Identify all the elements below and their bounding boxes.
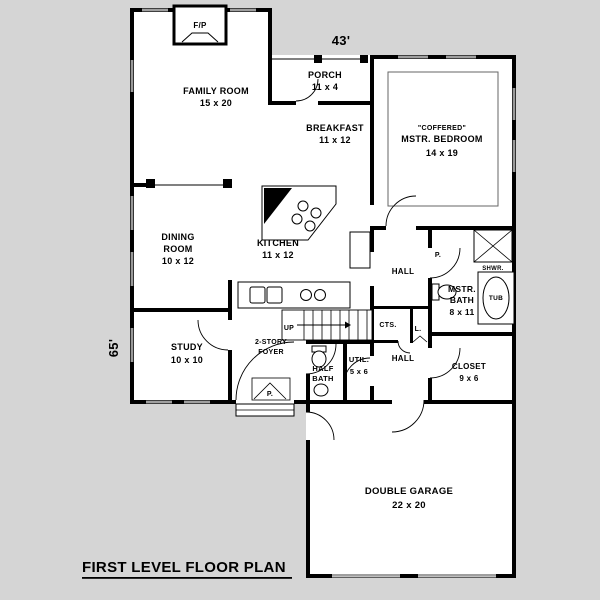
windows xyxy=(130,8,516,404)
toilet-bowl xyxy=(437,284,457,300)
plan-title: FIRST LEVEL FLOOR PLAN xyxy=(82,559,286,576)
dimension-depth: 65' xyxy=(106,339,121,357)
label-study: STUDY xyxy=(171,342,203,352)
island-burner xyxy=(300,289,312,301)
label-stair-closet: CTS. xyxy=(379,322,396,329)
utility-door-arc xyxy=(343,357,371,385)
island-burner xyxy=(314,289,326,301)
garage-entry-door-arc xyxy=(391,399,425,433)
study-door-arc xyxy=(197,319,229,351)
label-stairs-up: UP xyxy=(284,325,294,332)
label-breakfast: BREAKFAST xyxy=(306,123,364,133)
label-shower: SHWR. xyxy=(482,266,504,272)
label-utility: UTIL. xyxy=(349,355,369,364)
front-stoop xyxy=(235,403,295,417)
coffered-ceiling-outline xyxy=(387,71,499,207)
foyer-closet-box xyxy=(251,377,291,401)
door-arcs xyxy=(197,78,461,441)
bedroom-door-arc xyxy=(385,195,417,227)
label-porch-size: 11 x 4 xyxy=(312,82,338,92)
label-foyer-1: 2-STORY xyxy=(255,339,287,346)
label-fireplace: F/P xyxy=(193,21,207,30)
label-half-bath-1: HALF xyxy=(312,364,333,373)
label-dining-2: ROOM xyxy=(163,244,192,254)
cooktop-burner xyxy=(291,213,303,225)
label-master-bedroom-size: 14 x 19 xyxy=(426,148,458,158)
cooktop-burner xyxy=(297,200,309,212)
label-master-bath-2: BATH xyxy=(450,295,474,305)
bath-door-arc xyxy=(429,247,461,279)
cooktop-burner xyxy=(304,220,316,232)
label-breakfast-size: 11 x 12 xyxy=(319,135,351,145)
label-hall-lower: HALL xyxy=(392,354,415,363)
label-kitchen: KITCHEN xyxy=(257,238,299,248)
cooktop-burner xyxy=(310,207,322,219)
sink-bowl xyxy=(249,286,266,304)
label-coffered-note: "COFFERED" xyxy=(418,125,466,132)
refrigerator xyxy=(349,231,371,269)
label-porch: PORCH xyxy=(308,70,342,80)
plan-title-block: FIRST LEVEL FLOOR PLAN xyxy=(82,559,292,579)
up-arrow-head xyxy=(345,321,351,329)
label-family-room-size: 15 x 20 xyxy=(200,98,232,108)
stair-closet-door-arc xyxy=(397,340,411,354)
closet-door-arc xyxy=(429,347,461,379)
labels: 43' 65' F/P FAMILY ROOM 15 x 20 PORCH 11… xyxy=(106,21,504,511)
label-tub: TUB xyxy=(489,295,503,302)
foyer-closet-bifold xyxy=(253,382,287,400)
label-closet-size: 9 x 6 xyxy=(459,374,479,383)
label-hall-upper: HALL xyxy=(392,267,415,276)
label-kitchen-size: 11 x 12 xyxy=(262,250,294,260)
label-foyer-2: FOYER xyxy=(258,349,284,356)
fireplace xyxy=(172,4,228,46)
label-closet: CLOSET xyxy=(452,362,486,371)
small-closets xyxy=(251,335,428,401)
label-garage: DOUBLE GARAGE xyxy=(365,486,453,497)
label-half-bath-2: BATH xyxy=(312,374,333,383)
kitchen-fixtures xyxy=(237,185,371,309)
label-utility-size: 5 x 6 xyxy=(350,367,368,376)
tub-bowl xyxy=(482,276,510,320)
label-pantry: P. xyxy=(435,252,441,259)
corner-cabinet xyxy=(264,188,292,224)
sink-bowl xyxy=(266,286,283,304)
half-bath-sink xyxy=(313,383,329,397)
half-bath-toilet-bowl xyxy=(311,350,327,368)
garage-doors xyxy=(332,574,496,578)
label-master-bath-size: 8 x 11 xyxy=(450,307,475,317)
plan-title-underline xyxy=(82,577,292,579)
bath-fixtures xyxy=(311,229,515,397)
half-bath-door-arc xyxy=(305,343,337,375)
label-foyer-closet: P. xyxy=(267,391,273,398)
porch-door-arc xyxy=(295,78,319,102)
label-master-bath-1: MSTR. xyxy=(448,284,476,294)
label-garage-size: 22 x 20 xyxy=(392,500,426,511)
stairs xyxy=(281,309,373,341)
garage-side-door-arc xyxy=(305,411,335,441)
label-family-room: FAMILY ROOM xyxy=(183,86,249,96)
label-linen: L. xyxy=(415,326,422,333)
label-study-size: 10 x 10 xyxy=(171,355,203,365)
label-dining-size: 10 x 12 xyxy=(162,256,194,266)
dimension-width: 43' xyxy=(332,33,350,48)
label-dining-1: DINING xyxy=(161,232,194,242)
label-master-bedroom: MSTR. BEDROOM xyxy=(401,134,482,144)
front-door-arc xyxy=(235,341,295,401)
linen-bifold xyxy=(412,335,428,343)
